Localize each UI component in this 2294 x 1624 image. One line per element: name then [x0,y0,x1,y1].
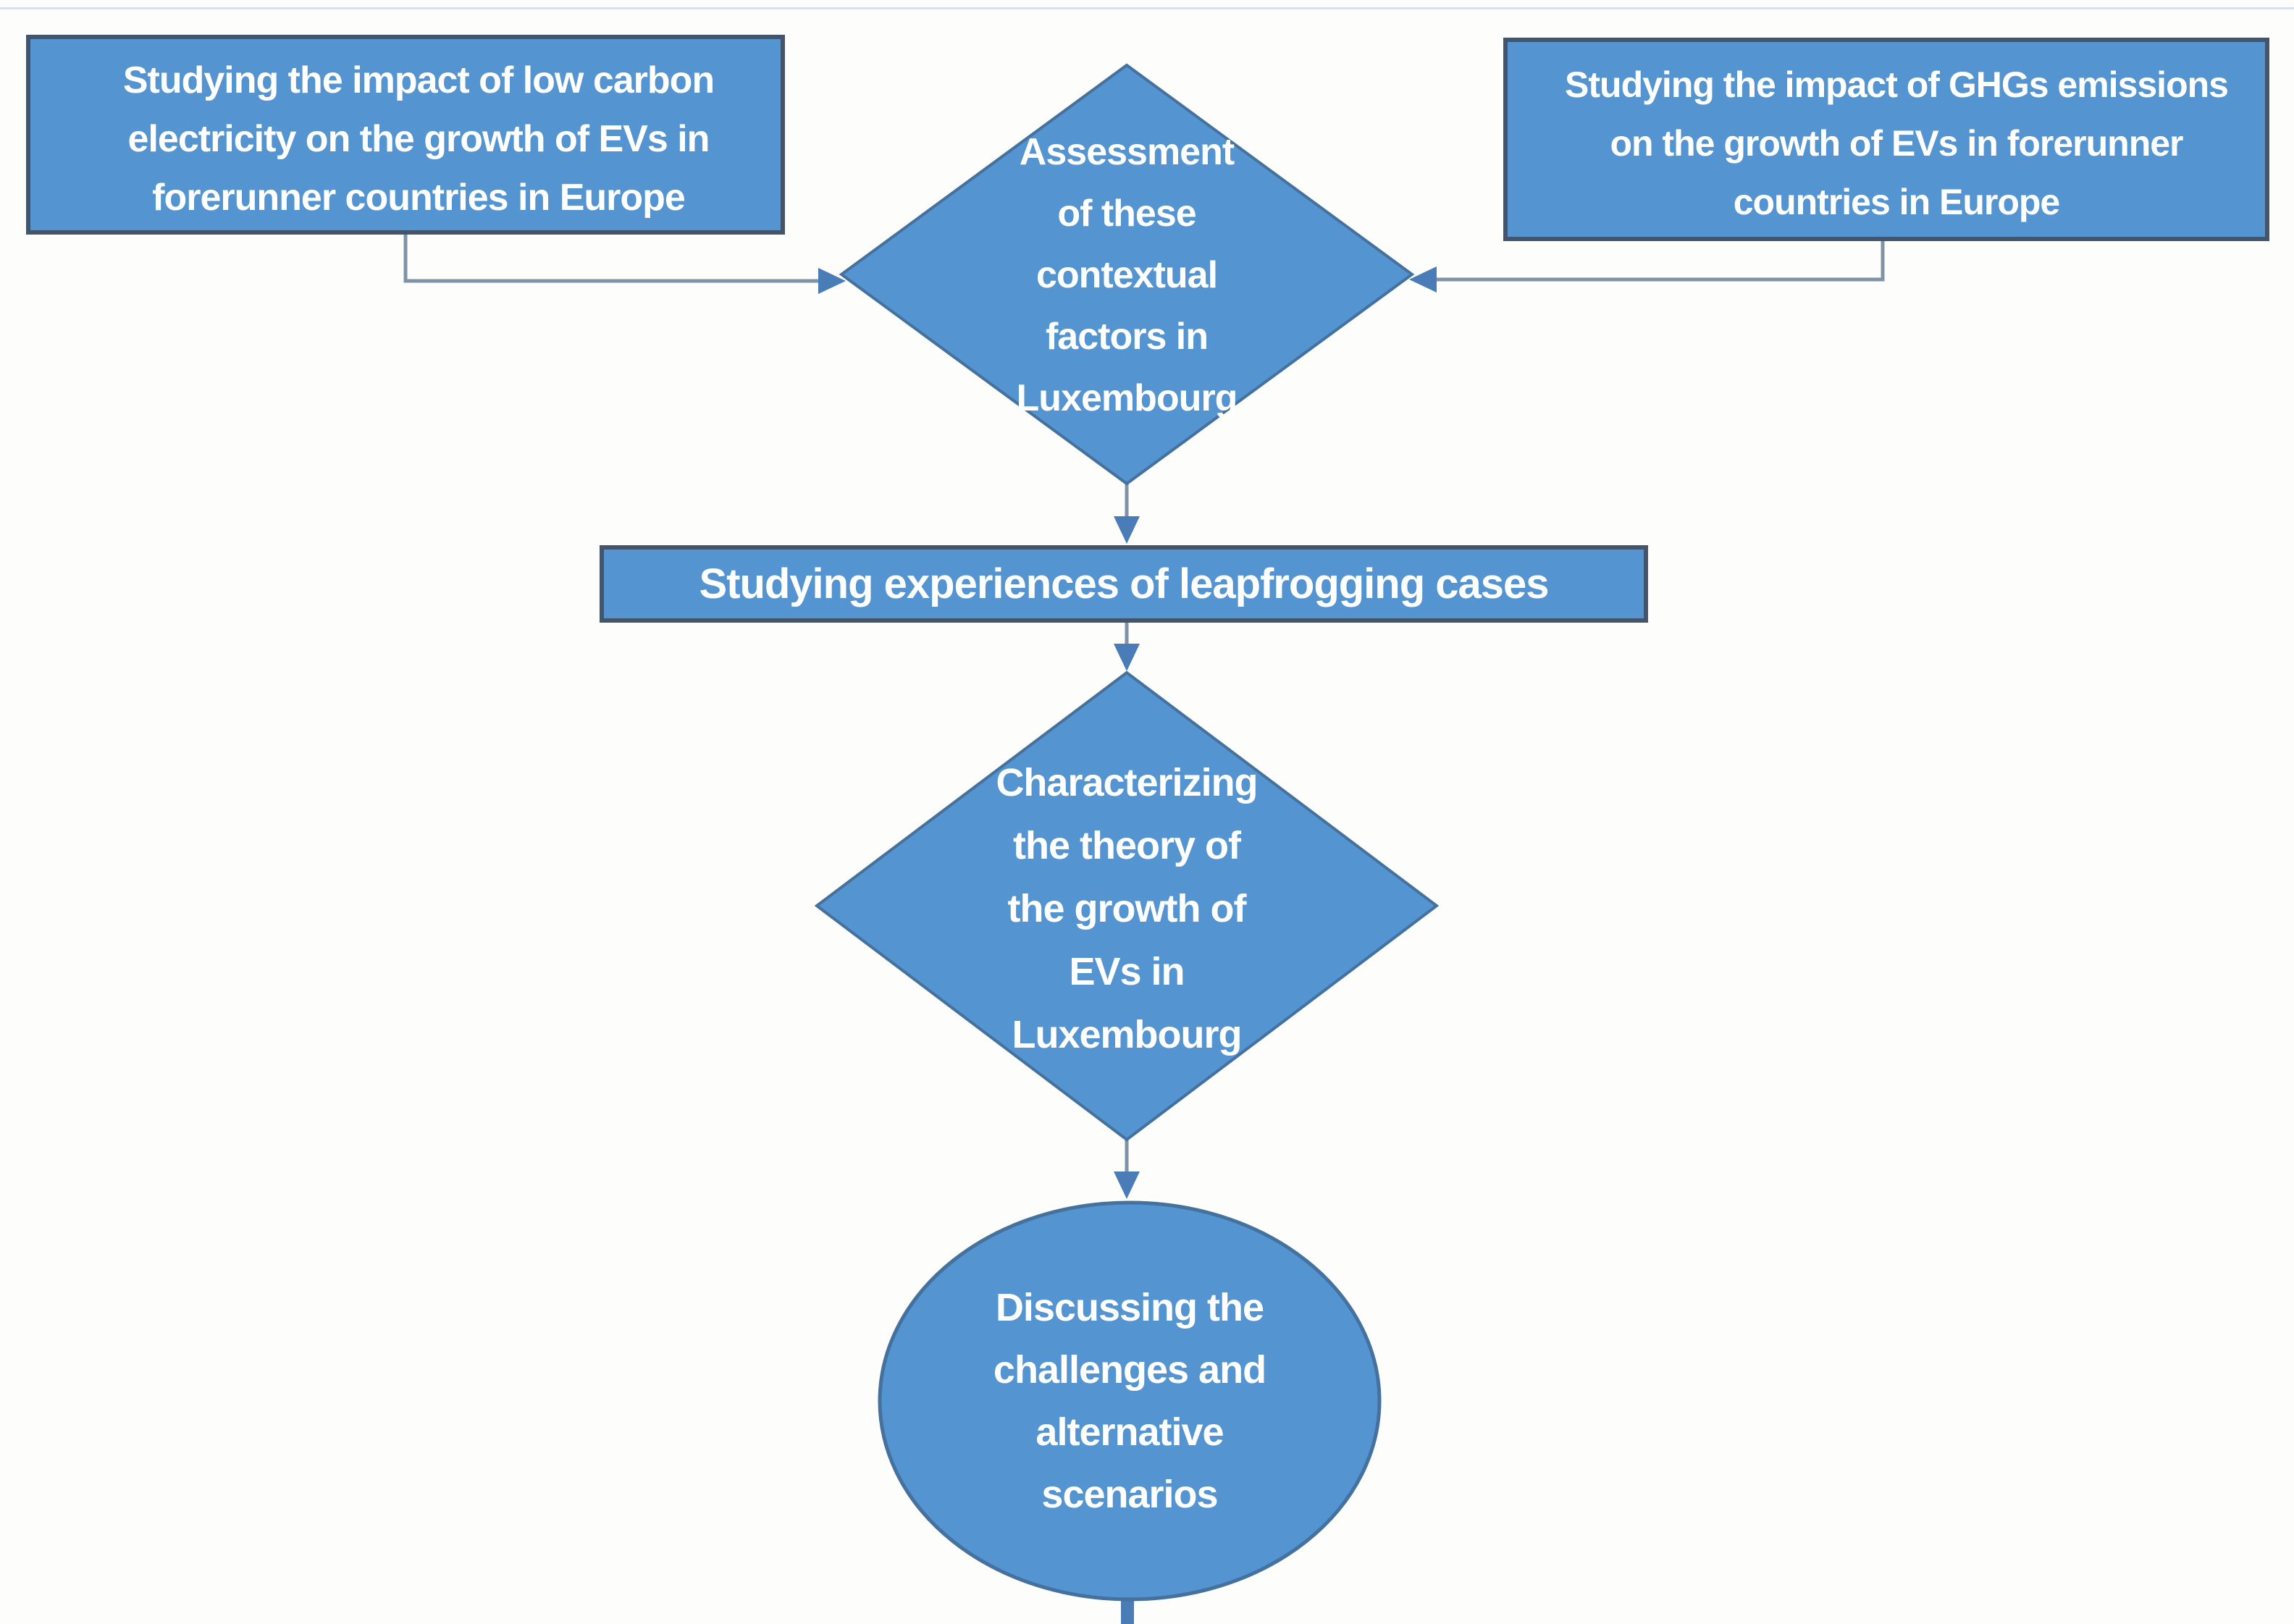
connector-stub-bottom [1121,1597,1134,1624]
characterizing-diamond-shape [814,670,1440,1142]
node-low-carbon-electricity-label: Studying the impact of low carbon electr… [122,59,715,219]
node-leapfrogging-cases-label: Studying experiences of leapfrogging cas… [699,560,1549,607]
node-ghg-emissions: Studying the impact of GHGs emissions on… [1503,38,2269,241]
node-ghg-emissions-label: Studying the impact of GHGs emissions on… [1565,64,2229,222]
node-low-carbon-electricity: Studying the impact of low carbon electr… [26,35,785,235]
arrow-head-down-icon [1114,1171,1140,1199]
page-top-rule [0,7,2294,9]
assessment-diamond-shape [839,63,1415,486]
node-characterizing-label: Characterizing the theory of the growth … [996,760,1258,1056]
connector-lowcarbon-to-assessment [403,235,823,283]
arrow-head-right-icon [818,268,846,294]
discussing-ellipse-shape [878,1200,1382,1602]
node-leapfrogging-cases: Studying experiences of leapfrogging cas… [600,545,1648,623]
arrow-head-left-icon [1409,266,1437,293]
arrow-head-down-icon [1114,516,1140,544]
arrow-head-down-icon [1114,644,1140,671]
node-discussing-label: Discussing the challenges and alternativ… [993,1286,1266,1516]
node-assessment-label: Assessment of these contextual factors i… [1016,130,1238,419]
connector-ghg-to-assessment [1432,241,1885,282]
